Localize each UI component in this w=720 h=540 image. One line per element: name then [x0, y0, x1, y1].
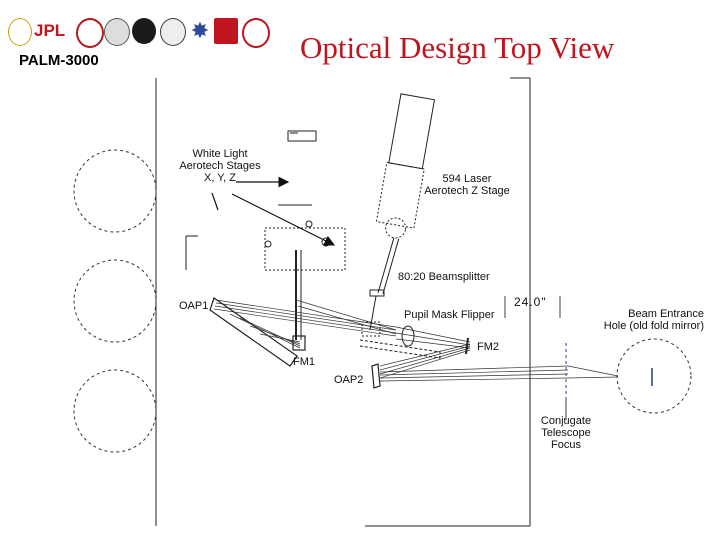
project-name: PALM-3000: [19, 52, 99, 69]
label-arrows: [211, 176, 336, 246]
yale-seal-icon: [132, 18, 156, 44]
bracket-part: [287, 130, 317, 142]
beamsplitter-mount: [361, 289, 385, 337]
red-block-logo-icon: [214, 18, 238, 44]
conjugate-label-line3: Focus: [551, 439, 581, 451]
fm1-mirror: [292, 335, 306, 351]
pupil-mask-label: Pupil Mask Flipper: [404, 309, 495, 321]
white-light-label-line3: X, Y, Z: [203, 172, 236, 184]
dimension-marker: [504, 296, 561, 318]
nasa-star-icon: ✸: [190, 18, 210, 43]
fm1-label: FM1: [293, 356, 315, 368]
white-light-label-line2: Aerotech Stages: [179, 160, 261, 172]
beam-entrance-label: Beam Entrance Hole (old fold mirror): [590, 308, 704, 332]
oap1-mirror: [209, 297, 298, 367]
white-light-label: White Light Aerotech Stages X, Y, Z: [170, 148, 270, 184]
beamsplitter-label: 80:20 Beamsplitter: [398, 271, 490, 283]
beam-entrance-hole: [616, 338, 692, 414]
beam-entrance-label-line2: Hole (old fold mirror): [603, 320, 704, 332]
conjugate-focus-label: Conjugate Telescope Focus: [530, 415, 602, 451]
laser-label-line1: 594 Laser: [442, 173, 492, 185]
mounting-hole-circles: [73, 149, 157, 453]
beam-entrance-label-line1: Beam Entrance: [628, 308, 704, 320]
laser-label: 594 Laser Aerotech Z Stage: [412, 173, 522, 197]
fm2-mirror: [465, 337, 469, 355]
caltech-seal-icon: [8, 18, 32, 46]
conjugate-label-line1: Conjugate: [540, 415, 592, 427]
page-title: Optical Design Top View: [300, 30, 615, 65]
white-light-stage: [185, 204, 346, 340]
oap1-label: OAP1: [179, 300, 209, 312]
white-light-label-line1: White Light: [192, 148, 248, 160]
laser-label-line2: Aerotech Z Stage: [424, 185, 510, 197]
conjugate-label-line2: Telescope: [541, 427, 591, 439]
dimension-label: 24.0": [514, 295, 547, 309]
pupil-mask-flipper-part: [359, 325, 441, 359]
oap2-label: OAP2: [334, 374, 364, 386]
jpl-logo-icon: JPL: [34, 21, 66, 40]
palomar-seal-icon: [160, 18, 186, 46]
red-ring-logo-icon: [242, 18, 270, 48]
laser-housing: [375, 93, 436, 294]
nsf-seal-icon: [104, 18, 130, 46]
cornell-seal-icon: [76, 18, 104, 48]
oap2-mirror: [371, 363, 381, 389]
fm2-label: FM2: [477, 341, 499, 353]
beam-paths: [213, 299, 619, 382]
